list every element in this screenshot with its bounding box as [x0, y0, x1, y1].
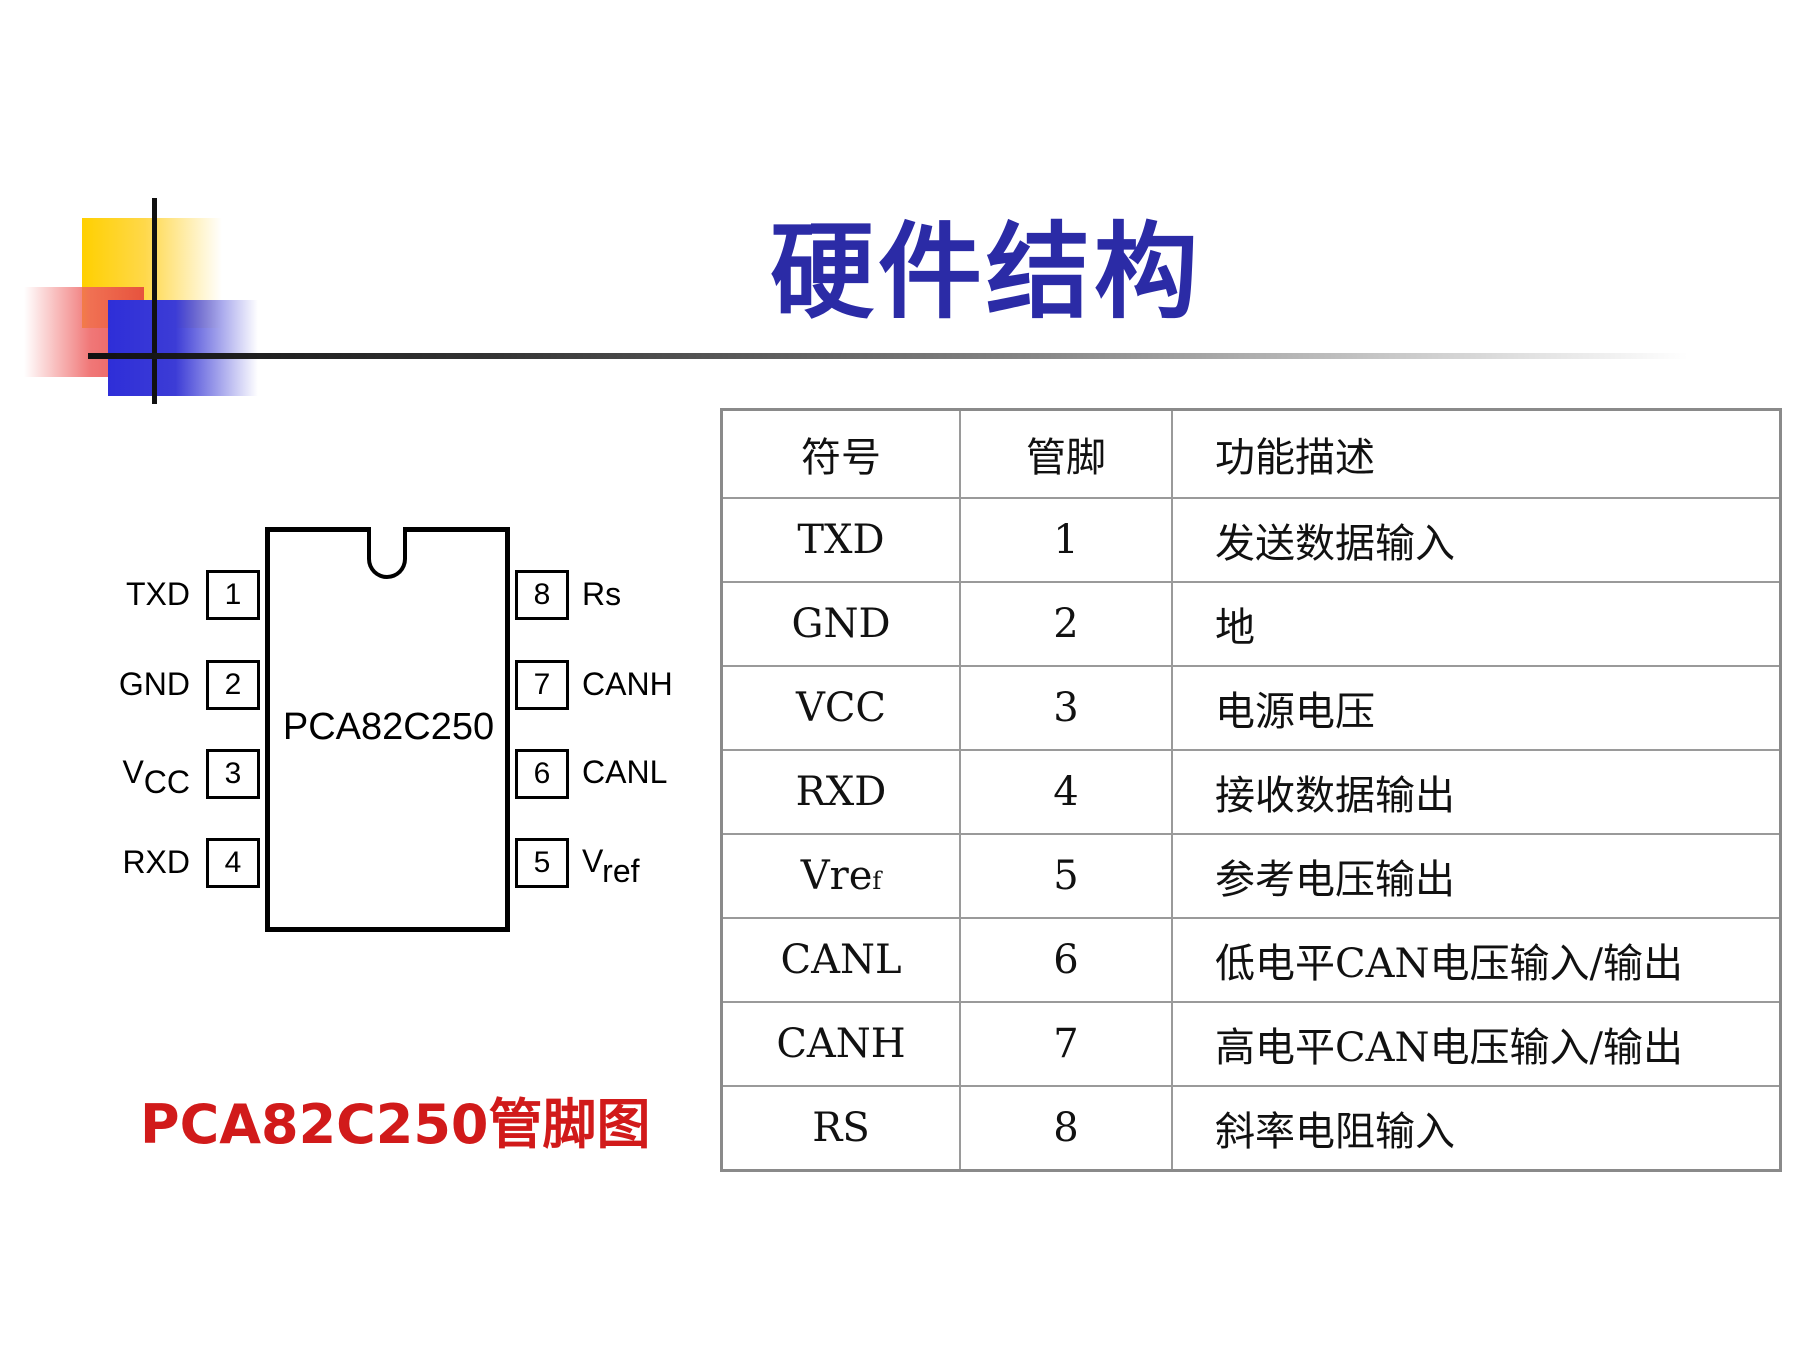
cell-symbol: RS — [720, 1085, 961, 1172]
diagram-caption: PCA82C250管脚图 — [140, 1093, 651, 1156]
cell-description: 地 — [1171, 581, 1781, 667]
cell-description: 电源电压 — [1171, 665, 1781, 751]
pin-box-3: 3 — [206, 749, 260, 799]
cell-pin: 6 — [959, 917, 1173, 1003]
cell-pin: 3 — [959, 665, 1173, 751]
header-description: 功能描述 — [1171, 408, 1781, 499]
table-row: GND 2 地 — [720, 581, 1781, 667]
cell-symbol: Vref — [720, 833, 961, 919]
pin-label-3: VCC — [122, 754, 190, 800]
pin-box-5: 5 — [515, 838, 569, 888]
pin-box-8: 8 — [515, 570, 569, 620]
table-row: RS 8 斜率电阻输入 — [720, 1085, 1781, 1172]
cell-symbol: CANL — [720, 917, 961, 1003]
pin-label-8: Rs — [582, 576, 622, 612]
slide-title: 硬件结构 — [770, 211, 1203, 333]
cell-description: 发送数据输入 — [1171, 497, 1781, 583]
title-underline — [88, 353, 1688, 359]
cell-description: 高电平CAN电压输入/输出 — [1171, 1001, 1781, 1087]
pin-box-4: 4 — [206, 838, 260, 888]
pin-label-1: TXD — [126, 576, 190, 612]
cell-symbol: TXD — [720, 497, 961, 583]
pin-label-2: GND — [118, 666, 190, 702]
cell-pin: 2 — [959, 581, 1173, 667]
table-row: TXD 1 发送数据输入 — [720, 497, 1781, 583]
pin-label-5: Vref — [582, 843, 640, 889]
cell-symbol: CANH — [720, 1001, 961, 1087]
cell-description: 接收数据输出 — [1171, 749, 1781, 835]
pin-label-4: RXD — [122, 844, 190, 880]
pin-box-7: 7 — [515, 660, 569, 710]
cell-description: 斜率电阻输入 — [1171, 1085, 1781, 1172]
table-row: RXD 4 接收数据输出 — [720, 749, 1781, 835]
pin-label-7: CANH — [582, 666, 673, 702]
chip-notch — [367, 527, 407, 579]
cell-pin: 7 — [959, 1001, 1173, 1087]
cell-pin: 1 — [959, 497, 1173, 583]
table-row: CANH 7 高电平CAN电压输入/输出 — [720, 1001, 1781, 1087]
cell-pin: 5 — [959, 833, 1173, 919]
cell-symbol: GND — [720, 581, 961, 667]
pin-box-2: 2 — [206, 660, 260, 710]
table-header-row: 符号 管脚 功能描述 — [720, 408, 1781, 499]
pin-box-6: 6 — [515, 749, 569, 799]
decor-blue-square — [108, 300, 258, 396]
cell-description: 低电平CAN电压输入/输出 — [1171, 917, 1781, 1003]
table-row: Vref 5 参考电压输出 — [720, 833, 1781, 919]
pin-function-table: 符号 管脚 功能描述 TXD 1 发送数据输入 GND 2 地 VCC 3 电源… — [720, 408, 1782, 1172]
cell-symbol: VCC — [720, 665, 961, 751]
cell-pin: 8 — [959, 1085, 1173, 1172]
cell-description: 参考电压输出 — [1171, 833, 1781, 919]
chip-label: PCA82C250 — [282, 706, 495, 748]
pin-box-1: 1 — [206, 570, 260, 620]
header-symbol: 符号 — [720, 408, 961, 499]
pin-label-6: CANL — [582, 754, 668, 790]
cell-pin: 4 — [959, 749, 1173, 835]
table-row: CANL 6 低电平CAN电压输入/输出 — [720, 917, 1781, 1003]
chip-body — [265, 527, 510, 932]
decor-vertical-line — [152, 198, 157, 404]
cell-symbol: RXD — [720, 749, 961, 835]
header-pin: 管脚 — [959, 408, 1173, 499]
table-row: VCC 3 电源电压 — [720, 665, 1781, 751]
